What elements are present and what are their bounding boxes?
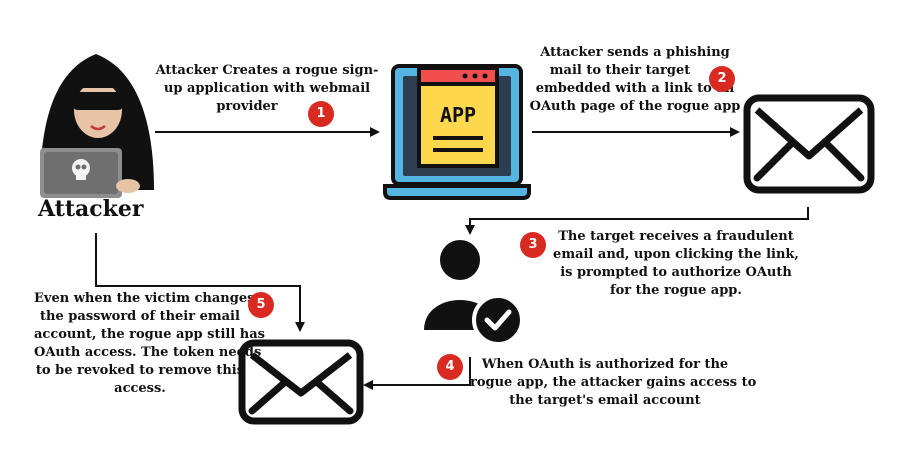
- step-5-line: OAuth access. The token needs: [34, 345, 262, 360]
- step-1-line: up application with webmail: [163, 81, 371, 96]
- step-1-text: Attacker Creates a rogue sign- up applic…: [148, 62, 386, 116]
- arrow-mail-to-target: [465, 207, 809, 235]
- step-5-line: Even when the victim changes: [34, 291, 255, 306]
- step-1-line: provider: [216, 99, 278, 114]
- step-5-text: Even when the victim changes the passwor…: [34, 290, 265, 398]
- step-2-line: OAuth page of the rogue app: [529, 99, 741, 114]
- step-1-line: Attacker Creates a rogue sign-: [155, 63, 379, 78]
- step-4-line: the target's email account: [509, 393, 701, 408]
- step-5-line: the password of their email: [40, 309, 240, 324]
- step-2-badge: 2: [709, 66, 735, 92]
- step-3-line: for the rogue app.: [610, 283, 742, 298]
- app-label: APP: [439, 103, 477, 127]
- attacker-label: Attacker: [38, 196, 144, 222]
- step-2-text: Attacker sends a phishing mail to their …: [520, 44, 750, 116]
- step-4-line: When OAuth is authorized for the: [481, 357, 729, 372]
- step-3-line: email and, upon clicking the link,: [553, 247, 799, 262]
- step-5-line: access.: [114, 381, 166, 396]
- step-1-badge: 1: [308, 101, 334, 127]
- step-5-line: account, the rogue app still has: [34, 327, 265, 342]
- step-4-badge: 4: [437, 354, 463, 380]
- step-2-line: mail to their target: [549, 63, 691, 78]
- step-3-line: The target receives a fraudulent: [558, 229, 794, 244]
- step-2-line: Attacker sends a phishing: [540, 45, 730, 60]
- step-3-text: The target receives a fraudulent email a…: [546, 228, 806, 300]
- step-5-badge: 5: [248, 292, 274, 318]
- step-4-text: When OAuth is authorized for the rogue a…: [470, 356, 757, 410]
- arrow-attacker-to-mail: [95, 233, 305, 332]
- step-3-badge: 3: [520, 232, 546, 258]
- arrow-target-to-mail: [363, 357, 471, 390]
- step-5-line: to be revoked to remove this: [35, 363, 245, 378]
- step-2-line: embedded with a link to an: [535, 81, 735, 96]
- step-3-line: is prompted to authorize OAuth: [560, 265, 792, 280]
- step-4-line: rogue app, the attacker gains access to: [470, 375, 757, 390]
